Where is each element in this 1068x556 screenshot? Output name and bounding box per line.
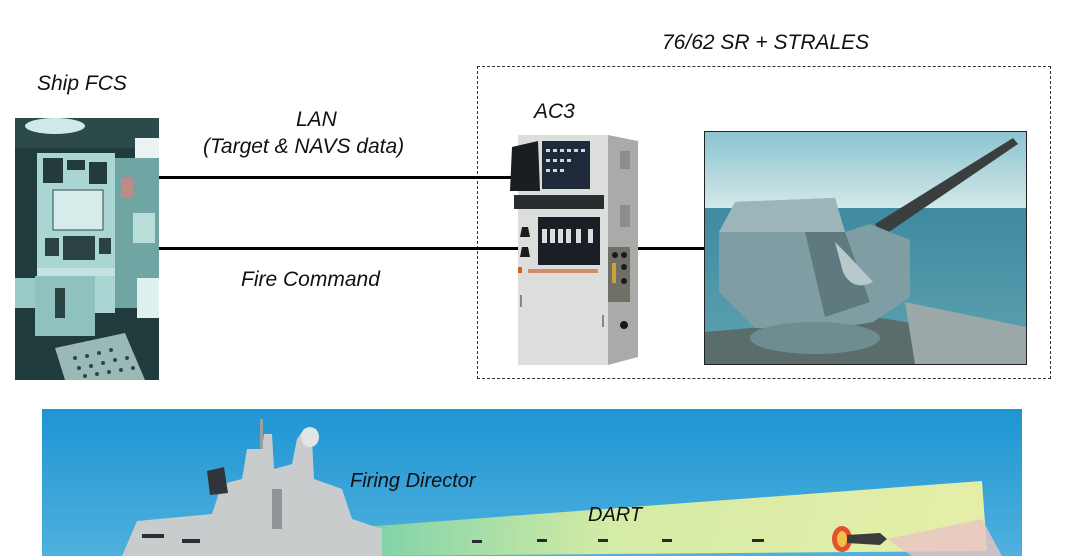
ac3-gun-connection-line — [633, 247, 705, 250]
dart-label: DART — [588, 504, 643, 526]
fire-command-connection-line — [158, 247, 518, 250]
ship-firing-dart-illustration: Firing Director DART — [42, 409, 1022, 556]
lan-sublabel: (Target & NAVS data) — [203, 135, 405, 158]
ac3-label: AC3 — [534, 100, 575, 123]
fcs-console-photo — [15, 118, 159, 380]
lan-label: LAN — [296, 108, 337, 131]
firing-director-label: Firing Director — [350, 470, 476, 492]
ship-fcs-label: Ship FCS — [37, 72, 127, 95]
lan-connection-line — [158, 176, 513, 179]
ac3-cabinet-photo — [508, 135, 638, 365]
system-group-label: 76/62 SR + STRALES — [662, 31, 870, 54]
fire-command-label: Fire Command — [241, 268, 380, 291]
system-group-box — [477, 66, 1051, 379]
naval-gun-turret-photo — [704, 131, 1027, 365]
